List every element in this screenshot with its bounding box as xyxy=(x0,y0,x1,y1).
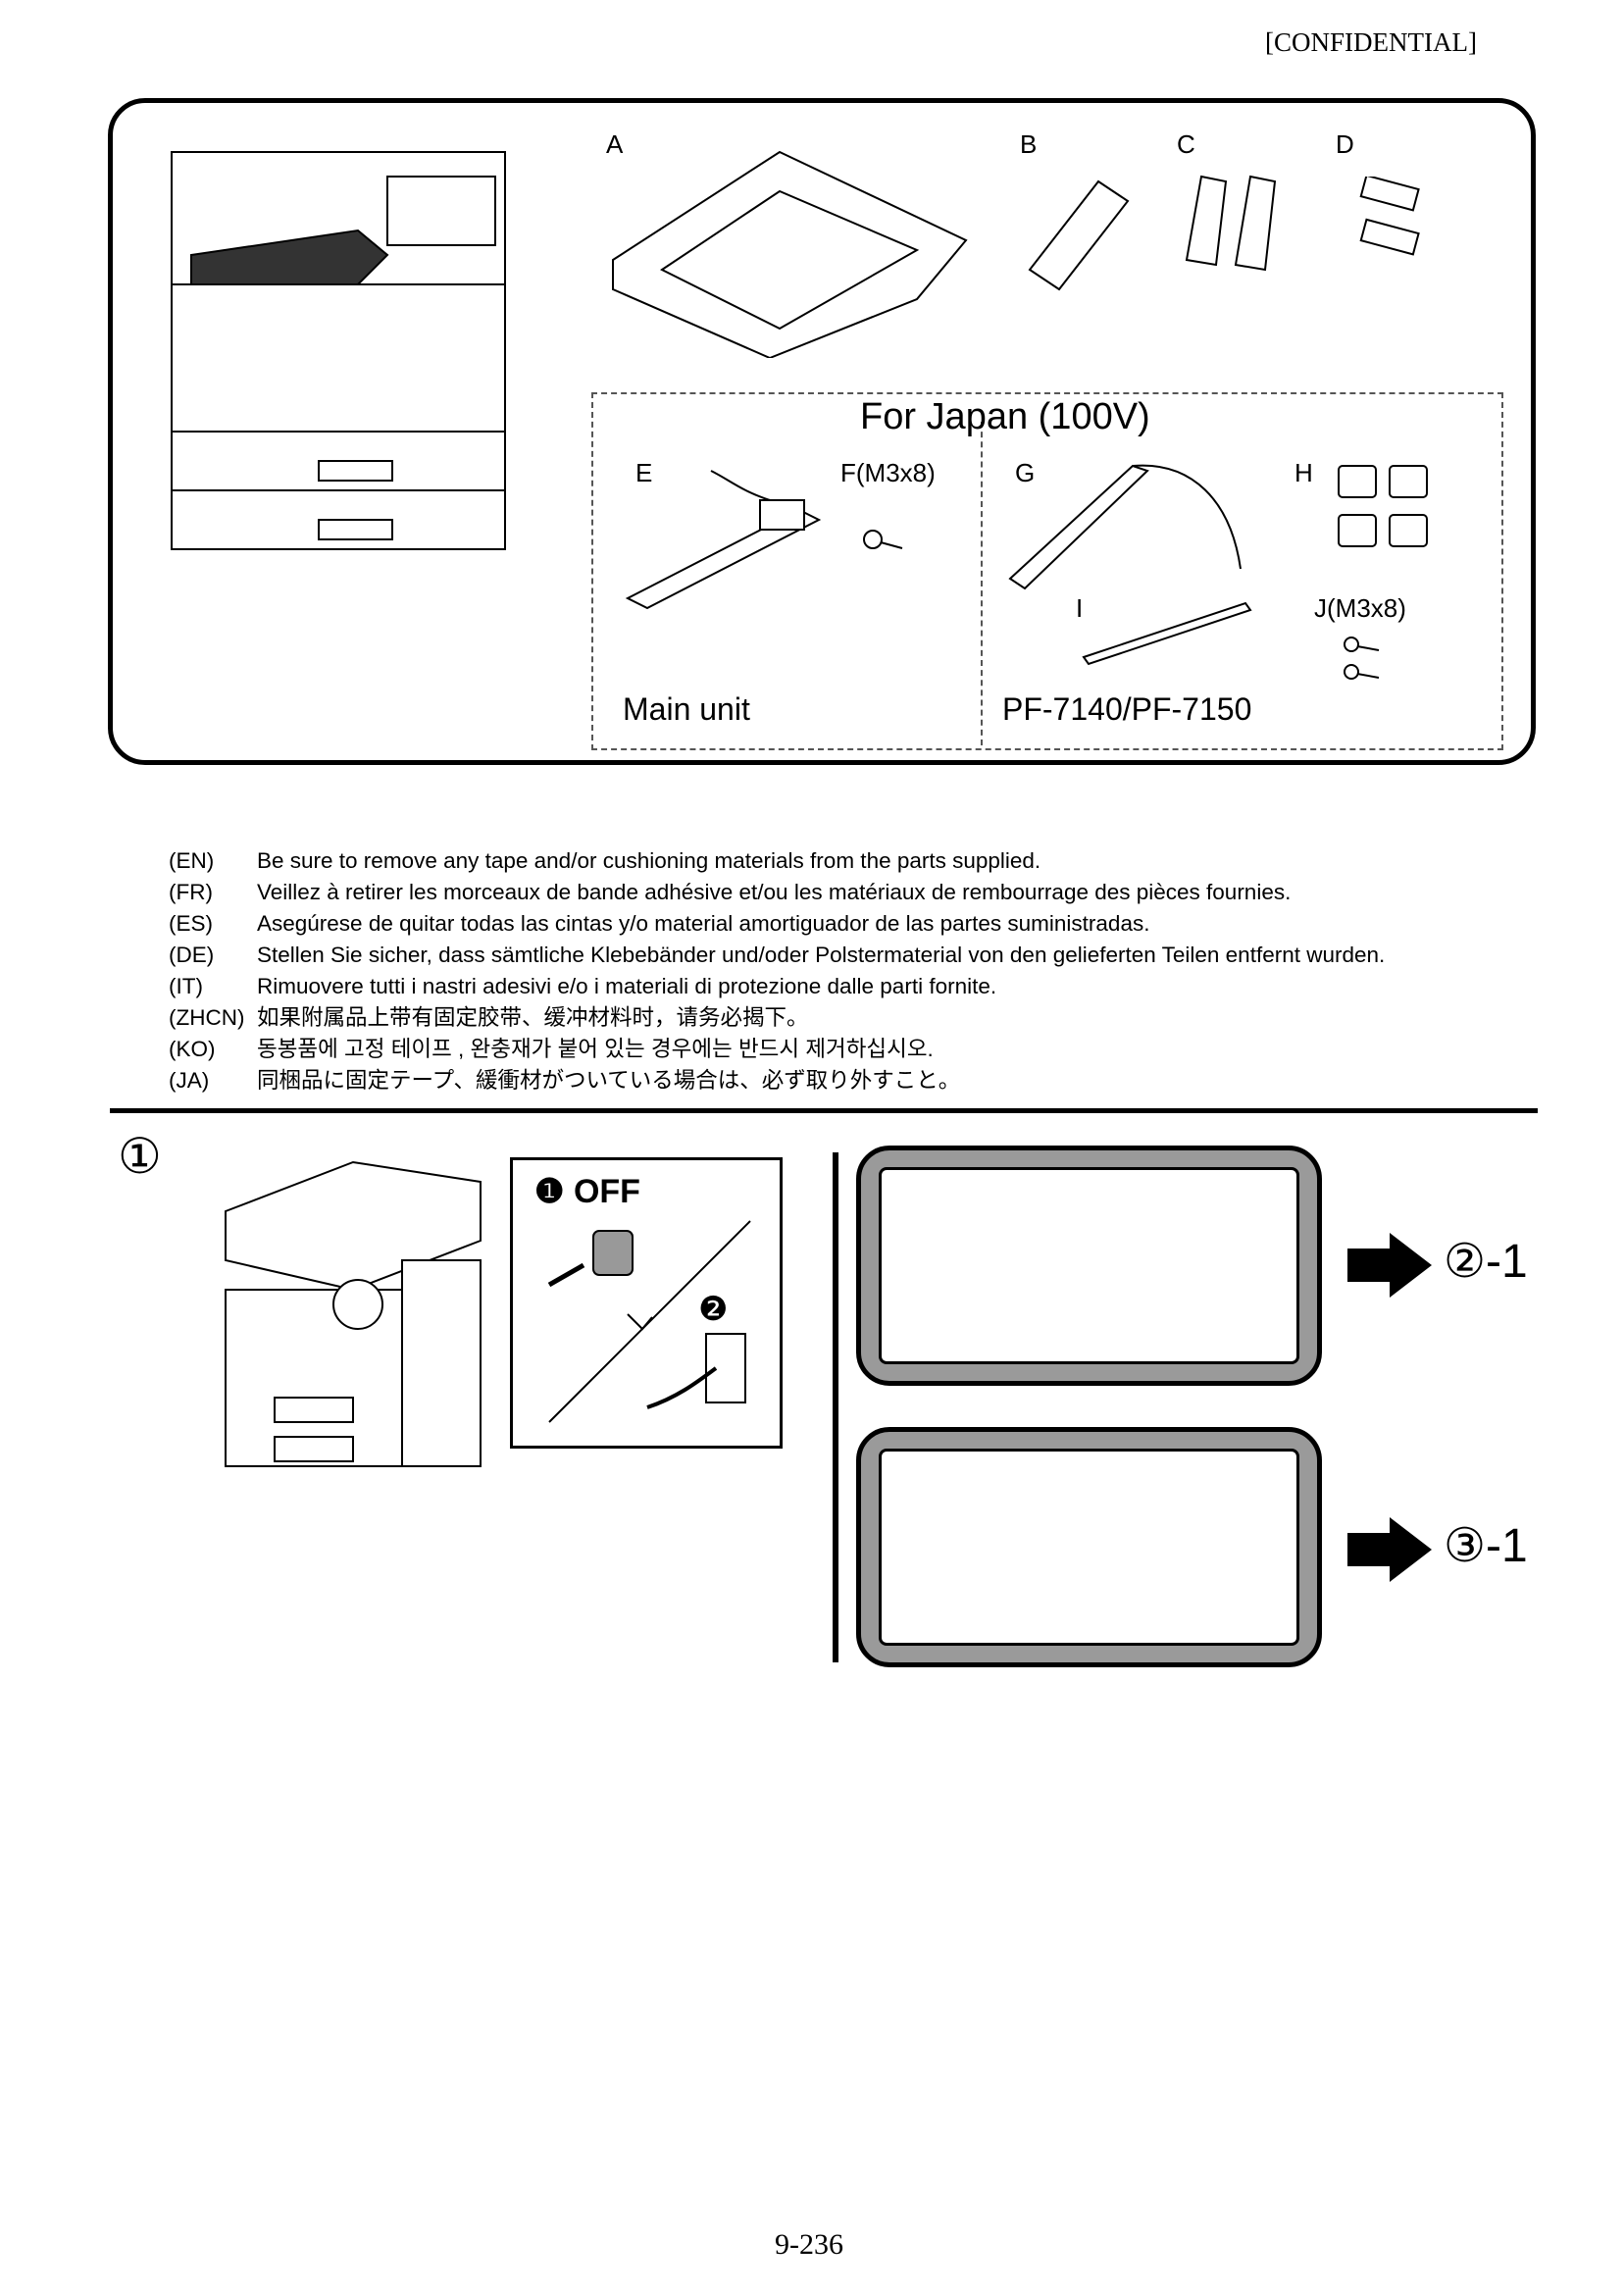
goto-step-3-1: ③-1 xyxy=(1444,1520,1528,1572)
part-b-label: B xyxy=(1020,129,1038,159)
confidential-label: [CONFIDENTIAL] xyxy=(1265,27,1477,57)
part-h-clips xyxy=(1338,465,1428,547)
sub-step-2-icon: ❷ xyxy=(698,1291,729,1328)
part-d-label: D xyxy=(1336,129,1354,159)
notes-list: (EN)Be sure to remove any tape and/or cu… xyxy=(169,845,1385,1096)
part-e-bracket xyxy=(625,470,822,610)
part-d-pads xyxy=(1359,177,1420,256)
option-frame-bottom xyxy=(856,1427,1322,1667)
note-ko: (KO)동봉품에 고정 테이프 , 완충재가 붙어 있는 경우에는 반드시 제거… xyxy=(169,1037,934,1061)
option-frame-top-photo xyxy=(879,1167,1299,1364)
part-f-label: F(M3x8) xyxy=(840,458,936,487)
part-j-screws xyxy=(1344,637,1380,680)
part-e-label: E xyxy=(635,458,653,487)
note-it: (IT)Rimuovere tutti i nastri adesivi e/o… xyxy=(169,974,997,998)
main-unit-label: Main unit xyxy=(623,691,750,727)
part-f-screw xyxy=(863,530,903,549)
part-j-label: J(M3x8) xyxy=(1314,593,1406,623)
part-b-bracket xyxy=(1028,179,1130,291)
arrow-right-icon xyxy=(1347,1517,1432,1582)
step1-vertical-divider xyxy=(833,1152,838,1662)
parts-box xyxy=(108,98,1536,765)
part-h-label: H xyxy=(1294,458,1313,487)
section-divider xyxy=(110,1108,1538,1113)
part-i-strip xyxy=(1082,601,1252,666)
off-label: OFF xyxy=(573,1173,640,1210)
part-i-label: I xyxy=(1076,593,1084,623)
note-zhcn: (ZHCN)如果附属品上带有固定胶带、缓冲材料时，请务必揭下。 xyxy=(169,1005,809,1030)
note-en: (EN)Be sure to remove any tape and/or cu… xyxy=(169,848,1041,873)
paper-feeder-label: PF-7140/PF-7150 xyxy=(1002,691,1252,727)
japan-parts-box xyxy=(591,392,1503,750)
note-ja: (JA)同梱品に固定テープ、緩衝材がついている場合は、必ず取り外すこと。 xyxy=(169,1068,961,1093)
part-c-clips xyxy=(1185,175,1277,272)
page-number: 9-236 xyxy=(775,2228,843,2261)
note-fr: (FR)Veillez à retirer les morceaux de ba… xyxy=(169,880,1292,904)
japan-title: For Japan (100V) xyxy=(860,396,1150,437)
machine-illustration xyxy=(171,151,506,550)
arrow-right-icon xyxy=(1347,1233,1432,1298)
sub-step-1-icon: ❶ xyxy=(534,1173,565,1210)
step1-machine-illustration xyxy=(225,1160,482,1467)
power-off-step: ❶ OFF xyxy=(534,1172,640,1211)
option-frame-top xyxy=(856,1146,1322,1386)
option-frame-bottom-photo xyxy=(879,1449,1299,1646)
japan-box-divider xyxy=(981,422,983,745)
part-g-rail xyxy=(1008,464,1242,590)
part-a-output-tray xyxy=(612,150,968,358)
power-off-panel xyxy=(510,1157,783,1449)
part-c-label: C xyxy=(1177,129,1195,159)
goto-step-2-1: ②-1 xyxy=(1444,1236,1528,1288)
part-g-label: G xyxy=(1015,458,1036,487)
part-a-label: A xyxy=(606,129,624,159)
note-es: (ES)Asegúrese de quitar todas las cintas… xyxy=(169,911,1150,936)
note-de: (DE)Stellen Sie sicher, dass sämtliche K… xyxy=(169,943,1386,967)
power-off-illustration xyxy=(547,1220,751,1423)
step-number: ① xyxy=(118,1129,162,1184)
